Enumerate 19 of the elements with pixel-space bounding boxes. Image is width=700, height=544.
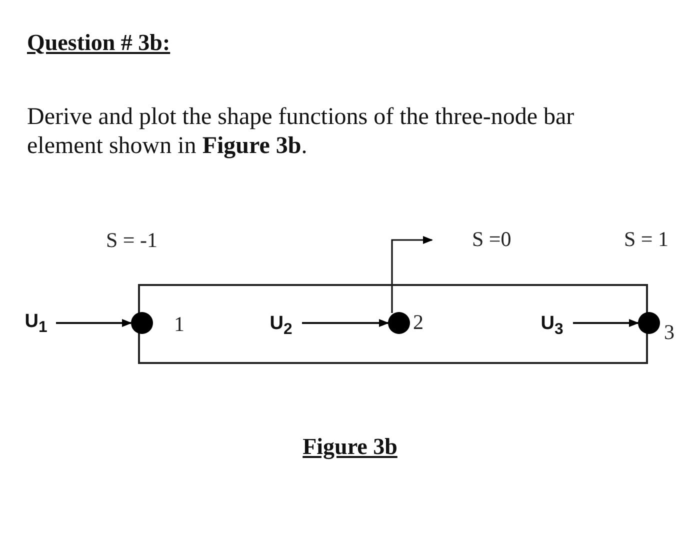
node-dot — [131, 312, 153, 334]
arrow — [56, 319, 132, 327]
node-number: 2 — [413, 310, 424, 335]
node-dot — [388, 312, 410, 334]
displacement-label: U$_{3}$ — [535, 314, 569, 338]
question-text: Derive and plot the shape functions of the three-node bar element shown in Figure 3b. — [27, 103, 576, 161]
node-dot — [638, 312, 660, 334]
node-number: 1 — [174, 312, 184, 337]
arrow — [302, 319, 389, 327]
coordinate-label: S = 1 — [624, 227, 669, 252]
bar-element — [138, 284, 648, 364]
coordinate-label: S =0 — [472, 227, 512, 252]
displacement-label: U$_{1}$ — [20, 312, 52, 336]
figure-caption: Figure 3b — [302, 434, 398, 460]
question-title: Question # 3b: — [27, 30, 170, 56]
node-number: 3 — [664, 320, 674, 345]
arrow — [573, 319, 639, 327]
displacement-label: U$_{2}$ — [264, 314, 298, 338]
coordinate-label: S = -1 — [106, 228, 158, 253]
